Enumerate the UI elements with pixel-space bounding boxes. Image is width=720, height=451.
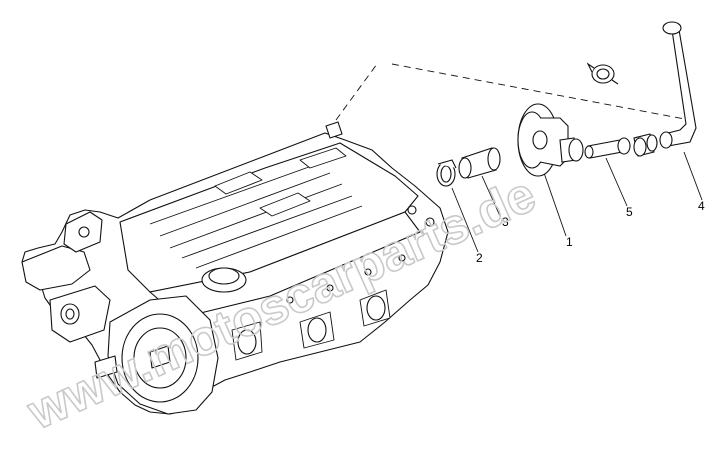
part-5-connector xyxy=(584,133,658,159)
part-2-hose-clamp xyxy=(436,159,457,187)
part-4-bent-hose xyxy=(659,21,697,149)
callout-3: 3 xyxy=(502,215,509,229)
leader-lines xyxy=(335,63,703,253)
part-1-breather-valve xyxy=(517,103,584,177)
callout-1: 1 xyxy=(566,235,573,249)
engine-head-assembly xyxy=(21,121,449,415)
callout-5: 5 xyxy=(626,205,633,219)
part-3-hose xyxy=(458,147,501,179)
callout-4: 4 xyxy=(698,199,705,213)
callout-2: 2 xyxy=(476,251,483,265)
clamp-top xyxy=(586,62,619,85)
